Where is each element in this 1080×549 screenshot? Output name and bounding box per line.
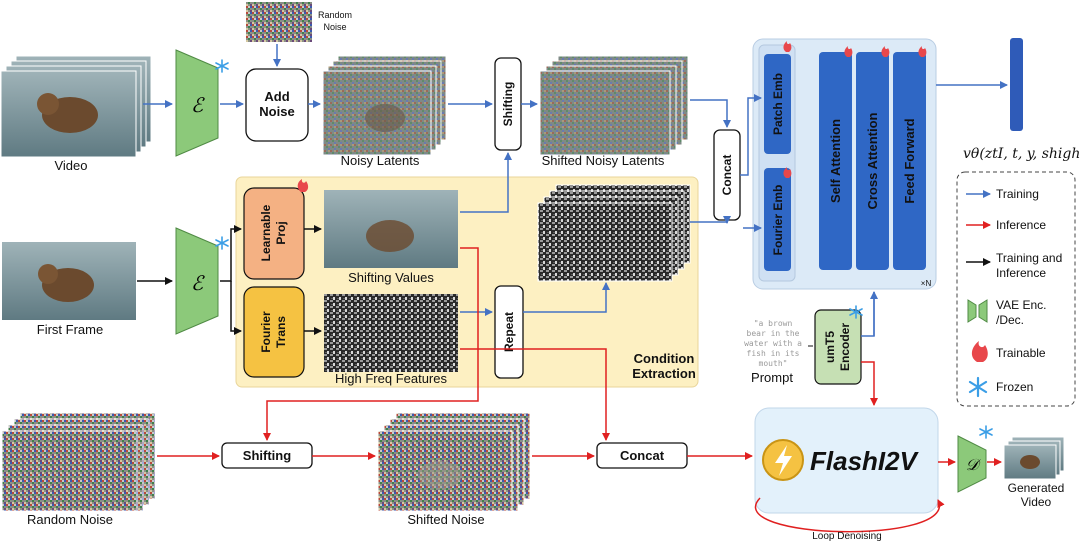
arrow-encoder-to-learnable <box>220 225 242 282</box>
prompt-label: Prompt <box>751 370 793 385</box>
arrow-umt5-to-flashi2v <box>861 361 878 406</box>
fourier-trans-label: FourierTrans <box>259 311 288 353</box>
vae-encoder-video <box>175 49 219 157</box>
video-frames-image <box>0 55 152 158</box>
shifting-values-label: Shifting Values <box>348 270 434 285</box>
generated-video-image <box>1003 436 1065 480</box>
noisy-latents-image <box>322 55 447 156</box>
shifted-noisy-latents-image <box>539 55 689 156</box>
flashi2v-panel <box>754 407 939 514</box>
arrow-shifted-to-concat <box>690 99 731 128</box>
loop-denoising-arrow <box>755 497 945 533</box>
flame-icon <box>844 46 853 57</box>
vae-icon <box>967 299 988 323</box>
flame-icon <box>783 41 792 52</box>
learnable-proj-box <box>243 187 305 280</box>
fourier-emb-block <box>764 168 791 271</box>
random-noise-top-image <box>246 2 312 42</box>
flame-icon <box>971 341 988 362</box>
self-attention-block <box>819 52 852 270</box>
arrow-values-to-shifting-bottom <box>263 247 479 441</box>
shifting-values-image <box>324 190 458 268</box>
flame-icon <box>783 167 792 178</box>
cross-attention-block <box>856 52 889 270</box>
patch-emb-label: Patch Emb <box>771 73 785 135</box>
arrow-hf-to-concat-bottom <box>460 348 610 441</box>
arrow-repeat-to-hf <box>523 282 610 313</box>
shifting-vertical-label: Shifting <box>501 82 515 127</box>
snowflake-icon <box>849 305 863 319</box>
first-frame-image <box>2 242 136 320</box>
flame-icon <box>297 179 309 192</box>
shifted-noisy-latents-label: Shifted Noisy Latents <box>542 153 665 168</box>
flame-icon <box>881 46 890 57</box>
feed-forward-label: Feed Forward <box>902 118 917 203</box>
high-freq-repeated-image <box>537 184 691 282</box>
flashi2v-label: FlashI2V <box>810 446 920 476</box>
vae-decoder <box>957 435 987 493</box>
umt5-encoder-box <box>814 309 862 385</box>
legend-inference: Inference <box>996 218 1046 232</box>
shifting-bottom-label: Shifting <box>243 448 291 463</box>
arrow-concat-to-patch-emb <box>740 94 762 176</box>
first-frame-label: First Frame <box>37 322 103 337</box>
cross-attention-label: Cross Attention <box>865 112 880 209</box>
legend-frozen: Frozen <box>996 380 1033 394</box>
random-noise-bottom-label: Random Noise <box>27 512 113 527</box>
decoder-symbol: 𝒟 <box>966 455 982 474</box>
snowflake-icon <box>979 425 993 439</box>
video-label: Video <box>54 158 87 173</box>
flame-icon <box>918 46 927 57</box>
output-formula: vθ(ztI, t, y, shigh) <box>963 146 1080 162</box>
legend-training: Training <box>996 187 1039 201</box>
legend-trainable: Trainable <box>996 346 1046 360</box>
snowflake-icon <box>968 376 988 398</box>
repeat-label: Repeat <box>502 312 516 352</box>
output-token-bar <box>1010 38 1023 131</box>
times-n-label: ×N <box>921 279 932 288</box>
patch-emb-block <box>764 54 791 154</box>
add-noise-box <box>245 68 309 142</box>
fourier-emb-label: Fourier Emb <box>771 185 785 256</box>
arrow-encoder-to-fourier <box>230 281 242 335</box>
self-attention-label: Self Attention <box>828 119 843 203</box>
high-freq-features-label: High Freq Features <box>335 371 447 386</box>
encoder-symbol: ℰ <box>191 93 205 117</box>
learnable-proj-label: LearnableProj <box>259 204 288 261</box>
legend-vae: VAE Enc./Dec. <box>996 298 1046 327</box>
legend-box <box>956 171 1076 407</box>
concat-bottom-label: Concat <box>620 448 665 463</box>
shifted-noise-image <box>377 412 531 512</box>
loop-denoising-label: Loop Denoising <box>812 531 882 542</box>
umt5-encoder-label: umT5Encoder <box>823 323 852 371</box>
concat-vertical-label: Concat <box>720 155 734 196</box>
fourier-trans-box <box>243 286 305 378</box>
noisy-latents-label: Noisy Latents <box>341 153 420 168</box>
repeat-box <box>494 285 524 379</box>
snowflake-icon <box>215 59 229 73</box>
vae-encoder-first-frame <box>175 227 219 335</box>
high-freq-features-image <box>324 294 458 372</box>
lightning-icon <box>762 439 804 481</box>
encoder-symbol: ℰ <box>191 271 205 295</box>
snowflake-icon <box>215 236 229 250</box>
random-noise-bottom-image <box>1 412 156 512</box>
feed-forward-block <box>893 52 926 270</box>
shifted-noise-label: Shifted Noise <box>407 512 484 527</box>
arrow-shifting-values-to-shifting <box>460 152 512 213</box>
